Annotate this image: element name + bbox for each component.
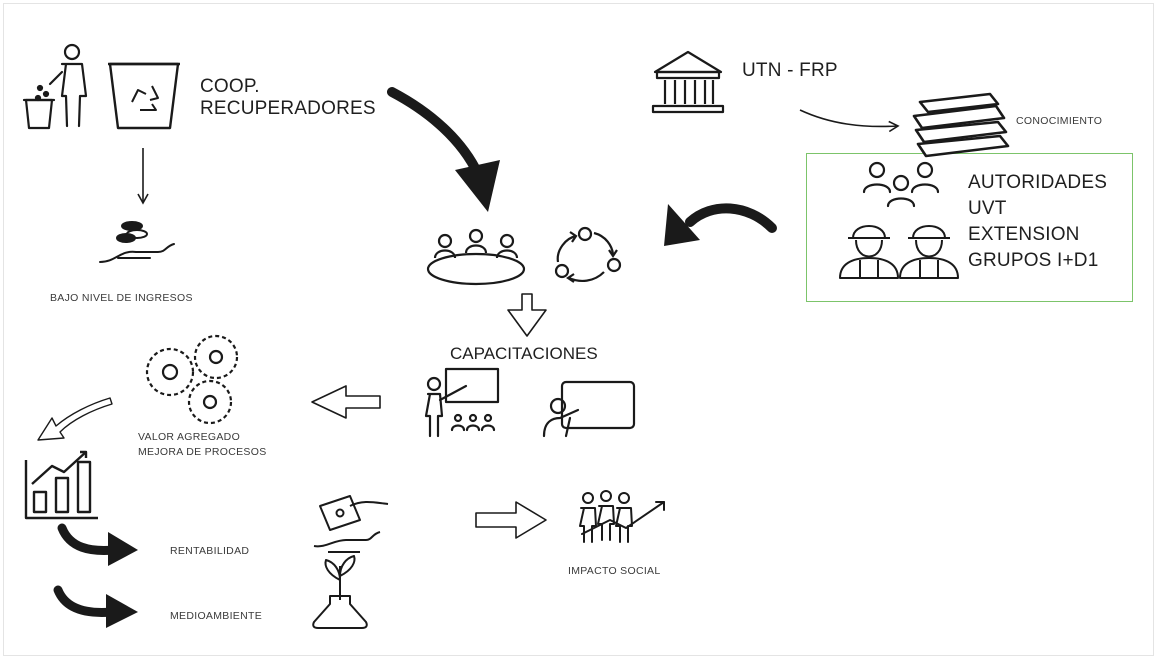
curved-arrow-rentabilidad (57, 523, 138, 566)
impacto-social-label: IMPACTO SOCIAL (568, 565, 661, 577)
bajo-nivel-label: BAJO NIVEL DE INGRESOS (50, 292, 193, 304)
valor-agregado-label: VALOR AGREGADO MEJORA DE PROCESOS (138, 431, 267, 458)
stakeholders-box (806, 153, 1133, 302)
people-growth-icon (579, 490, 665, 543)
government-building-icon (651, 50, 725, 114)
diagram-frame (3, 3, 1154, 656)
cycle-arrows-icon (554, 226, 622, 283)
bar-chart-growth-icon (24, 450, 98, 520)
conocimiento-label: CONOCIMIENTO (1016, 115, 1103, 127)
curved-arrow-coop-to-meeting (387, 87, 500, 212)
people-group-icon (862, 161, 940, 208)
coins-hand-icon (99, 221, 175, 263)
utn-label: UTN - FRP (742, 60, 838, 81)
teacher-board-icon (424, 367, 500, 438)
recycle-bin-icon (108, 62, 180, 130)
person-trash-icon (22, 43, 88, 130)
rentabilidad-label: RENTABILIDAD (170, 545, 250, 557)
presenter-screen-icon (542, 380, 636, 438)
medioambiente-label: MEDIOAMBIENTE (170, 610, 262, 622)
outline-arrow-right (475, 501, 547, 539)
coop-label: COOP. RECUPERADORES (200, 76, 376, 119)
plant-flask-icon (312, 555, 368, 629)
arrow-utn-to-books (799, 109, 900, 133)
outline-arrow-down (507, 293, 547, 337)
outline-arrow-left (311, 385, 381, 419)
workers-helmet-icon (839, 225, 959, 279)
capacitaciones-label: CAPACITACIONES (450, 344, 598, 363)
meeting-table-icon (426, 228, 526, 286)
money-hand-icon (313, 495, 389, 553)
books-stack-icon (912, 92, 1010, 158)
authorities-list: AUTORIDADES UVT EXTENSION GRUPOS I+D1 (968, 172, 1108, 271)
curved-arrow-box-to-cycle (664, 203, 777, 246)
curved-arrow-medioambiente (53, 585, 138, 628)
outline-curved-arrow (37, 397, 113, 441)
gears-icon (145, 334, 239, 425)
